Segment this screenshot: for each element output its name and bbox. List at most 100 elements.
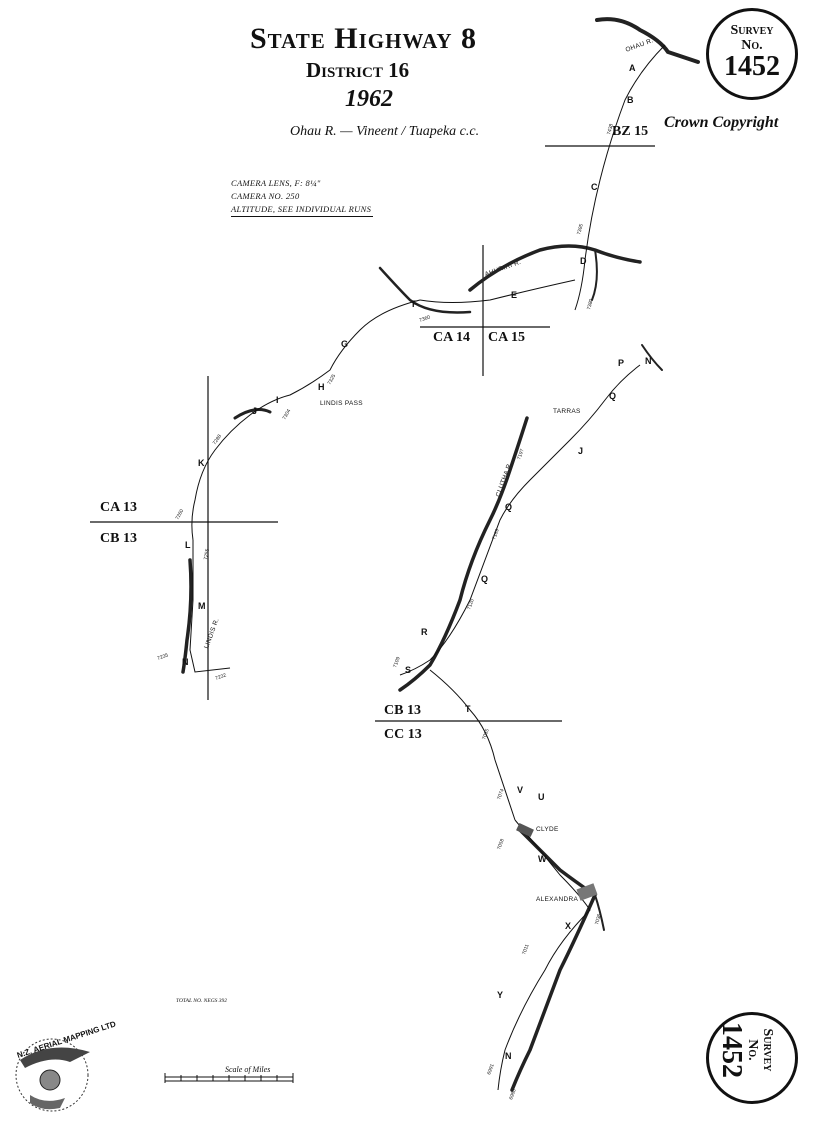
photo-number: 7058	[496, 838, 506, 851]
photo-number: 7395	[576, 223, 585, 236]
run-label: X	[565, 921, 571, 931]
photo-number: 7325	[327, 373, 338, 386]
sheet-ca14: CA 14	[433, 330, 470, 345]
run-label: T	[465, 704, 471, 714]
river-clutha-lower	[510, 828, 598, 1092]
logo-camera-icon	[39, 1069, 61, 1091]
photo-number: 7085	[481, 728, 491, 741]
run-p-s	[399, 364, 641, 676]
run-label: W	[538, 854, 547, 864]
sheet-ca13: CA 13	[100, 500, 137, 515]
run-label: J	[578, 446, 583, 456]
photo-number: 7380	[586, 298, 595, 311]
run-label: A	[629, 63, 636, 73]
crown-copyright: Crown Copyright	[664, 114, 779, 131]
river-lindis-upper	[233, 408, 272, 420]
photo-number: 6980	[508, 1088, 518, 1101]
survey-word: Survey	[730, 23, 774, 38]
run-l-n	[189, 540, 231, 673]
run-label: B	[627, 95, 634, 105]
sheet-cc13: CC 13	[384, 727, 422, 742]
sheet-boundaries	[90, 145, 655, 722]
run-label: R	[421, 627, 428, 637]
logo-wing-icon	[20, 1047, 90, 1068]
place-tarras: TARRAS	[553, 408, 581, 415]
scale-label: Scale of Miles	[225, 1065, 271, 1074]
flight-runs	[189, 44, 666, 1091]
run-label: S	[405, 665, 411, 675]
place-clyde: CLYDE	[536, 826, 559, 833]
river-lindis	[181, 558, 193, 674]
photo-numbers: 7438 7395 7380 7360 7325 7304 7288 7260 …	[157, 123, 615, 1101]
run-label: Q	[481, 574, 488, 584]
photo-number: 7288	[212, 433, 223, 446]
run-label: F	[412, 299, 418, 309]
run-f-k	[191, 299, 421, 541]
place-alexandra: ALEXANDRA	[536, 896, 579, 903]
logo-map-icon	[30, 1095, 65, 1110]
photo-number: 7120	[466, 598, 476, 611]
survey-seal-top: Survey No. 1452	[706, 8, 798, 100]
town-clyde	[516, 822, 534, 838]
year-label: 1962	[345, 86, 393, 112]
map-title: State Highway 8	[250, 22, 478, 55]
run-a-d	[574, 44, 666, 311]
run-label: Q	[505, 502, 512, 512]
sheet-bz15: BZ 15	[612, 124, 649, 139]
district-label: District 16	[306, 58, 410, 82]
photo-number: 7189	[491, 528, 501, 541]
town-alexandra	[576, 883, 598, 901]
photo-number: 7074	[496, 788, 506, 801]
run-w-n	[497, 819, 591, 1091]
rivers	[181, 17, 700, 1092]
run-label: C	[591, 182, 598, 192]
camera-number: Camera No. 250	[231, 191, 300, 201]
survey-number: 1452	[724, 51, 780, 82]
photo-number: 7438	[606, 123, 615, 136]
run-label: E	[511, 290, 517, 300]
photo-number: 7109	[392, 656, 402, 669]
river-ahuriri-branch	[591, 249, 598, 301]
run-label: P	[618, 358, 624, 368]
run-label: J	[252, 406, 257, 416]
route-label: Ohau R. — Vineent / Tuapeka c.c.	[290, 124, 480, 139]
photo-number: 7260	[175, 508, 186, 521]
run-label: Y	[497, 990, 503, 1000]
river-clutha	[398, 416, 529, 692]
photo-number: 7235	[157, 652, 170, 662]
survey-no: No.	[741, 38, 763, 53]
river-tarras	[641, 344, 663, 371]
river-ohau	[595, 17, 700, 64]
survey-seal-bottom: Survey No. 1452	[706, 1012, 798, 1104]
run-label: M	[198, 601, 206, 611]
scale-bar	[164, 1073, 294, 1083]
run-label: I	[276, 395, 279, 405]
total-negatives: Total No. Negs 392	[176, 998, 228, 1004]
photo-number: 7304	[282, 408, 293, 421]
sheet-cb13-right: CB 13	[384, 703, 421, 718]
run-label: Q	[609, 391, 616, 401]
camera-altitude: Altitude, See Individual Runs	[231, 204, 373, 217]
run-label: D	[580, 256, 587, 266]
photo-number: 7360	[419, 314, 432, 324]
photo-number: 6991	[486, 1063, 496, 1076]
run-label: N	[182, 657, 189, 667]
run-label: N	[645, 356, 652, 366]
run-label: U	[538, 792, 545, 802]
photo-number: 7255	[203, 548, 211, 560]
photo-number: 7232	[215, 672, 228, 682]
river-ahuriri	[468, 244, 642, 292]
run-label: K	[198, 458, 205, 468]
sheet-cb13-left: CB 13	[100, 531, 137, 546]
run-label: H	[318, 382, 325, 392]
river-upper-a	[378, 266, 472, 314]
run-t-v	[429, 669, 516, 821]
run-e	[419, 279, 576, 303]
run-label: L	[185, 540, 191, 550]
run-label: G	[341, 339, 348, 349]
run-label: N	[505, 1051, 512, 1061]
photo-number: 7011	[521, 943, 530, 955]
logo-ring	[15, 1038, 89, 1112]
place-lindis-pass: LINDIS PASS	[320, 400, 363, 407]
